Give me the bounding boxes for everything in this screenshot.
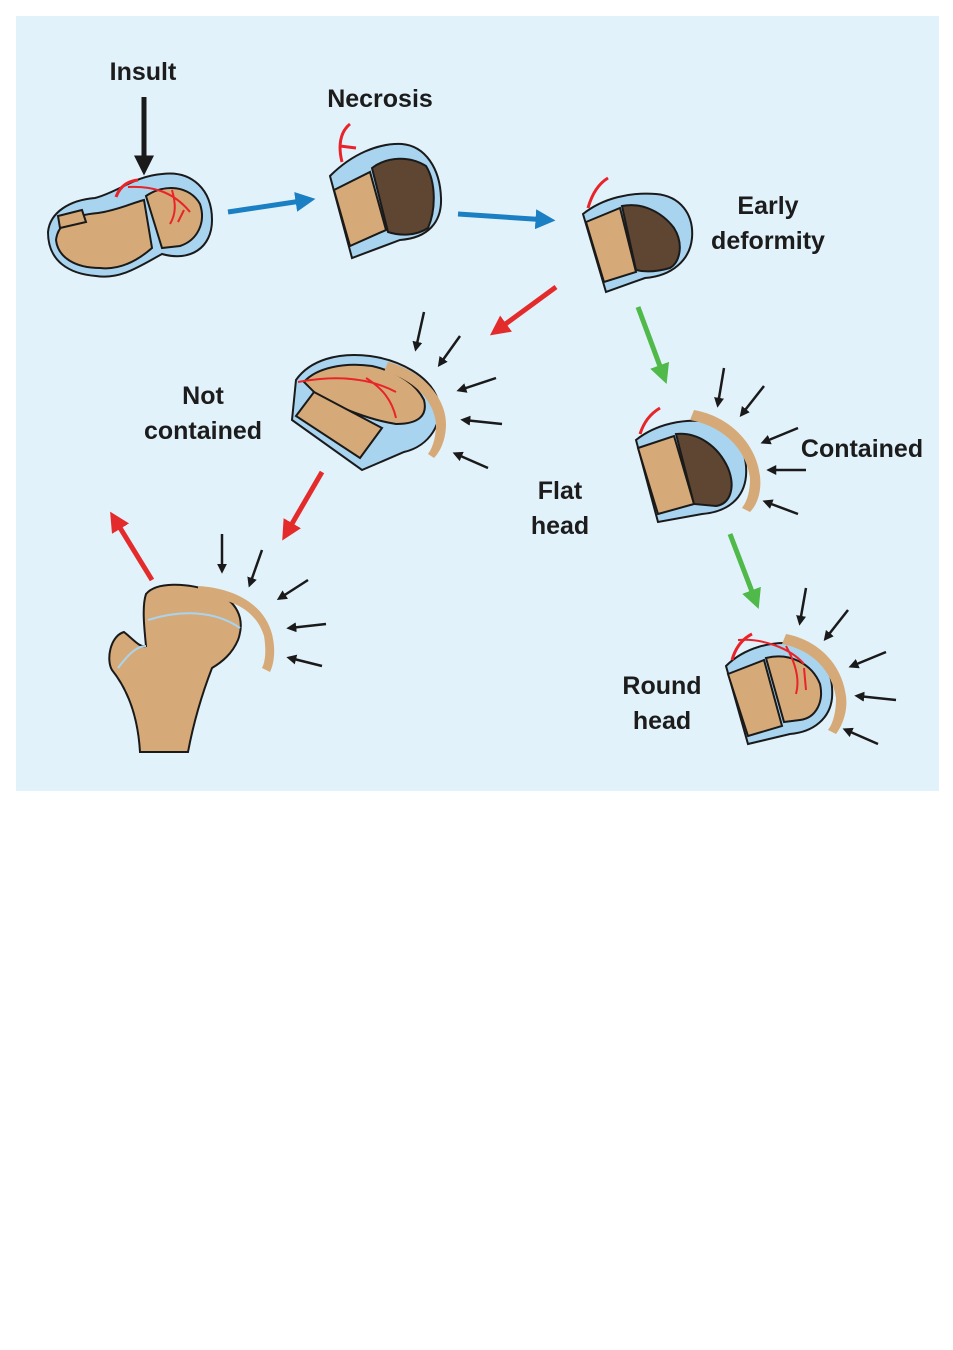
bad-outcome-arrow-2: [282, 470, 325, 541]
label-necrosis: Necrosis: [327, 85, 433, 113]
stage-flat-head-femur: [108, 583, 275, 753]
bad-outcome-arrow-1: [489, 284, 558, 336]
stage-round-head-femoral-head: [724, 632, 847, 746]
bad-outcome-arrow-3: [110, 511, 155, 582]
progression-arrow-2: [457, 209, 556, 230]
label-flat-head-line2: head: [531, 512, 589, 540]
good-outcome-arrow-2: [727, 533, 761, 610]
label-contained: Contained: [801, 435, 923, 463]
label-flat-head-line1: Flat: [538, 477, 583, 505]
label-early-deformity-line1: Early: [737, 192, 798, 220]
label-round-head-line1: Round: [622, 672, 701, 700]
force-arrows-not-contained: [412, 311, 503, 470]
label-early-deformity-line2: deformity: [711, 227, 825, 255]
force-arrows-round-head: [796, 587, 897, 746]
label-round-head-line2: head: [633, 707, 691, 735]
stage-necrosis-femoral-head: [328, 122, 443, 260]
stage-contained-femoral-head: [634, 406, 761, 524]
progression-arrow-1: [227, 191, 316, 215]
good-outcome-arrow-1: [635, 306, 670, 385]
label-insult: Insult: [110, 58, 177, 86]
stage-early-deformity-femoral-head: [581, 176, 694, 294]
stage-not-contained-femoral-head: [290, 354, 446, 472]
label-not-contained-line2: contained: [144, 417, 262, 445]
label-not-contained-line1: Not: [182, 382, 224, 410]
stage-insult-femoral-head: [46, 172, 214, 278]
force-arrows-flat-head: [217, 534, 327, 668]
force-arrows-contained: [714, 367, 806, 516]
